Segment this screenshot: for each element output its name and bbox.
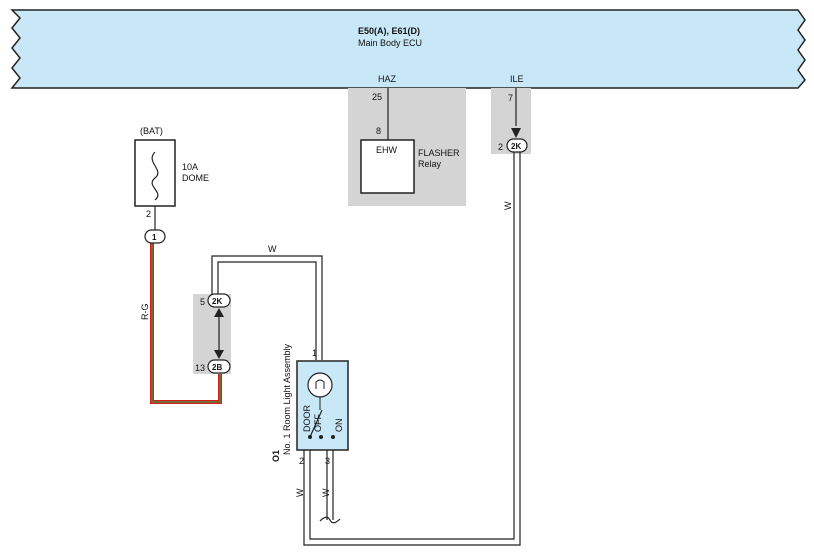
ile-connector-label: 2K (511, 142, 521, 151)
fuse-source: (BAT) (140, 126, 163, 136)
room-light-pin-top: 1 (312, 348, 317, 358)
rg-wire-stripe (151, 243, 221, 403)
flasher-pin-bottom: 8 (376, 126, 381, 136)
w-loop-inner (217, 261, 317, 360)
top-wire-color: W (268, 244, 277, 254)
fuse-name: DOME (182, 173, 209, 183)
flasher-name-2: Relay (418, 159, 442, 169)
connector-2k-pin: 5 (200, 297, 205, 307)
switch-door-label: DOOR (302, 404, 312, 432)
room-light-code: O1 (271, 450, 281, 462)
wire-left-color: W (295, 488, 305, 497)
junction-arrow-down-icon (214, 350, 224, 359)
ground-loop-outer (303, 152, 521, 546)
switch-off-label: OFF (313, 414, 323, 432)
ile-connector-pin: 2 (498, 142, 503, 152)
wire-continuation-icon (319, 516, 341, 524)
ecu-title: E50(A), E61(D) (358, 26, 420, 36)
w-loop-outer (211, 255, 323, 360)
connector-2k (207, 293, 231, 308)
rg-wire-color: R-G (140, 304, 150, 321)
wire-right-color: W (321, 488, 331, 497)
junction-arrow-up-icon (214, 308, 224, 317)
room-light-pin-left: 2 (299, 456, 304, 466)
connector-2b-pin: 13 (195, 363, 205, 373)
ground-loop-inner (309, 152, 515, 540)
ecu-pin-ile-label: ILE (510, 74, 524, 84)
switch-contact-on (331, 435, 335, 439)
ile-connector (506, 138, 528, 153)
switch-contact-off (319, 435, 323, 439)
connector-1 (144, 229, 166, 244)
fuse-pin: 2 (146, 209, 151, 219)
fuse-rating: 10A (182, 162, 198, 172)
ile-wire-color: W (503, 201, 513, 210)
flasher-terminal: EHW (376, 145, 398, 155)
ecu-subtitle: Main Body ECU (358, 38, 422, 48)
fuse-element-icon (151, 151, 159, 201)
switch-lever (309, 409, 323, 438)
ile-arrow-icon (511, 128, 521, 138)
room-light-bulb-icon (307, 372, 333, 398)
ecu-pin-haz-label: HAZ (378, 74, 397, 84)
connector-2k-label: 2K (212, 297, 222, 306)
switch-on-label: ON (334, 419, 344, 433)
flasher-pin-top: 25 (372, 92, 382, 102)
fuse-box (134, 139, 176, 207)
connector-2b (207, 359, 231, 374)
room-light-name: No. 1 Room Light Assembly (282, 343, 292, 455)
ecu-block (10, 9, 806, 89)
flasher-name: FLASHER (418, 148, 460, 158)
connector-1-label: 1 (152, 233, 157, 242)
ile-pin-top: 7 (508, 93, 513, 103)
bulb-filament-icon (315, 379, 325, 389)
connector-2b-label: 2B (212, 363, 222, 372)
flasher-relay-box (360, 139, 415, 194)
